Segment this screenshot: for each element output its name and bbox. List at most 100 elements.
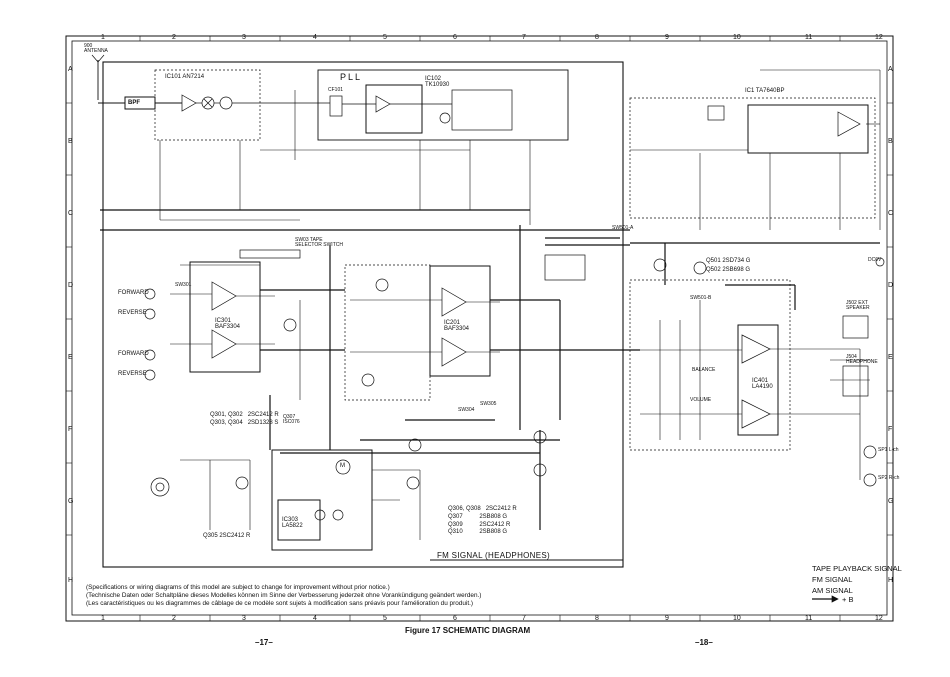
grid-top-8: 8 (595, 34, 599, 41)
q-list-b: Q306, Q308 2SC2412 R Q307 2SB808 G Q309 … (448, 506, 517, 536)
grid-bottom-7: 7 (522, 615, 526, 622)
cf101-label: CF101 (328, 87, 344, 93)
grid-right-C: C (888, 210, 894, 217)
ic101-label: IC101 AN7214 (165, 74, 205, 80)
speaker-right-symbol (863, 473, 877, 487)
signal-bus-lines (100, 209, 880, 530)
grid-top-3: 3 (242, 34, 246, 41)
ic401-box (737, 324, 779, 436)
ic401-amp-top (741, 334, 771, 364)
sw501b-label: SW501-B (690, 295, 712, 301)
antenna-label: 900 ANTENNA (84, 43, 108, 54)
pll-label: PLL (340, 72, 363, 82)
sw501a-label: SW501-A (612, 225, 634, 231)
grid-left-B: B (68, 138, 73, 145)
q-list-a: Q301, Q302 2SC2412 R Q303, Q304 2SD1328 … (210, 412, 279, 426)
grid-bottom-11: 11 (805, 615, 813, 622)
head-forward-top (144, 288, 156, 300)
forward-bot-label: FORWARD (118, 351, 149, 357)
osc-symbol (219, 96, 233, 110)
sw305-label: SW305 (480, 401, 497, 407)
transistor-symbols (235, 112, 707, 490)
grid-left-F: F (68, 426, 73, 433)
grid-bottom-2: 2 (172, 615, 176, 622)
grid-bottom-10: 10 (733, 615, 741, 622)
reverse-top-label: REVERSE (118, 310, 147, 316)
ic201-amp-bottom (441, 337, 467, 367)
mic-speaker-symbol (150, 477, 170, 497)
grid-top-11: 11 (805, 34, 813, 41)
legend-tape: TAPE PLAYBACK SIGNAL (812, 564, 902, 573)
frontend-block (154, 69, 261, 141)
page-number-right: –18– (695, 638, 713, 647)
ic201-label: IC201 BAF3304 (444, 320, 470, 332)
inner-border (71, 40, 888, 616)
grid-left-G: G (68, 498, 74, 505)
rf-amp-symbol (181, 94, 197, 112)
legend-fm: FM SIGNAL (812, 575, 853, 584)
grid-right-A: A (888, 66, 893, 73)
grid-top-1: 1 (101, 34, 105, 41)
grid-bottom-1: 1 (101, 615, 105, 622)
outer-border (65, 35, 894, 622)
grid-right-G: G (888, 498, 894, 505)
grid-left-D: D (68, 282, 74, 289)
grid-right-D: D (888, 282, 894, 289)
ic301-amp-bottom (211, 329, 237, 359)
note-de: (Technische Daten oder Schaltpläne diese… (86, 592, 482, 599)
misc-wiring (159, 69, 881, 540)
forward-top-label: FORWARD (118, 290, 149, 296)
reverse-bot-label: REVERSE (118, 371, 147, 377)
j504-label: J504 HEADPHONE (846, 354, 878, 365)
head-reverse-top (144, 308, 156, 320)
sw301-label: SW301 (175, 282, 192, 288)
ic102-label: IC102 TK10930 (425, 76, 450, 88)
pll-block (317, 69, 569, 141)
grid-bottom-3: 3 (242, 615, 246, 622)
ic301-box (189, 261, 261, 373)
ic201-amp-top (441, 287, 467, 317)
antenna-symbol (91, 54, 105, 63)
figure-caption: Figure 17 SCHEMATIC DIAGRAM (405, 626, 531, 635)
legend-am: AM SIGNAL (812, 586, 853, 595)
grid-bottom-8: 8 (595, 615, 599, 622)
tape-eq-block (344, 264, 431, 401)
sp1-label: SP1 L-ch (878, 447, 899, 453)
grid-top-5: 5 (383, 34, 387, 41)
legend-b: + B (842, 595, 854, 604)
q305-label: Q305 2SC2412 R (203, 533, 251, 539)
ic1-box (747, 104, 869, 154)
grid-top-4: 4 (313, 34, 317, 41)
volume-label: VOLUME (690, 397, 712, 403)
cf101-box (329, 95, 343, 117)
ic1-amp-symbol (837, 111, 861, 137)
sw304-label: SW304 (458, 407, 475, 413)
am-section (629, 97, 876, 219)
pll-sub-box (451, 89, 513, 131)
dc6v-label: DC6V (868, 257, 882, 263)
grid-right-F: F (888, 426, 893, 433)
ic301-amp-top (211, 281, 237, 311)
grid-bottom-6: 6 (453, 615, 457, 622)
sp2-label: SP2 R-ch (878, 475, 900, 481)
ic301-label: IC301 BAF3304 (215, 318, 241, 330)
grid-right-H: H (888, 577, 894, 584)
motor-label: M (340, 463, 345, 469)
main-board-outline (102, 61, 624, 568)
j502-label: J502 EXT SPEAKER (846, 300, 870, 311)
tape-selector-switch (239, 249, 301, 259)
grid-top-9: 9 (665, 34, 669, 41)
grid-left-E: E (68, 354, 73, 361)
ic102-box (365, 84, 423, 134)
head-reverse-bot (144, 369, 156, 381)
grid-right-E: E (888, 354, 893, 361)
q502-label: Q502 2SB698 G (706, 267, 751, 273)
grid-bottom-12: 12 (875, 615, 883, 622)
speaker-left-symbol (863, 445, 877, 459)
motor-pot (314, 509, 326, 521)
grid-top-2: 2 (172, 34, 176, 41)
tape-selector-label: SW03 TAPE SELECTOR SWITCH (295, 237, 343, 248)
motor-pot-2 (332, 509, 344, 521)
ic303-label: IC303 LA5822 (282, 517, 303, 529)
